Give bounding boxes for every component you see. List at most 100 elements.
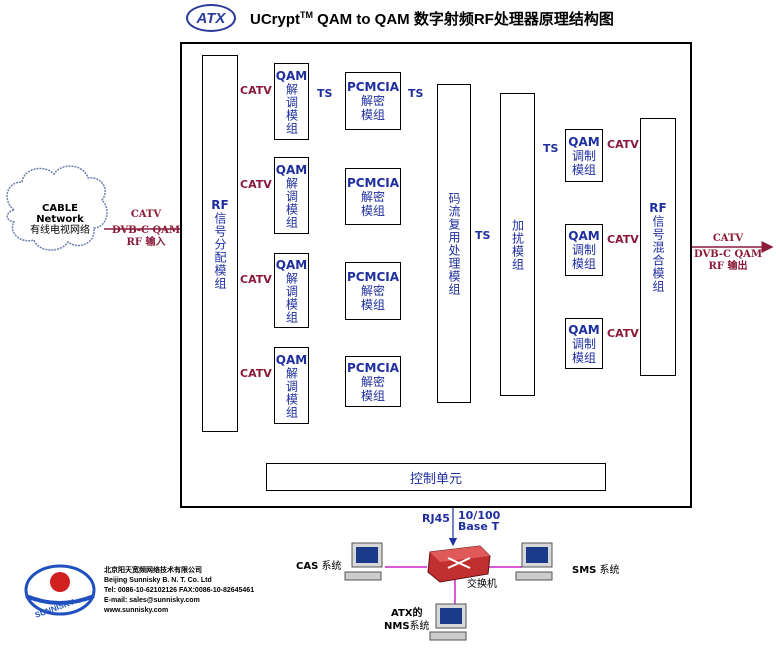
ts-label-4: TS: [543, 142, 559, 155]
sms-t: 系统: [596, 565, 620, 576]
mod-text: 调制模组: [571, 243, 596, 271]
company-cn: 北京阳天宽频网络技术有限公司: [104, 567, 202, 574]
ts-label-1: TS: [317, 87, 333, 100]
mod-text: 调制模组: [571, 336, 596, 365]
demod-text: 解调模组: [284, 82, 299, 135]
cas-t: 系统: [318, 561, 342, 572]
cas-computer: [344, 542, 383, 581]
base-label: 10/100 Base T: [458, 510, 500, 532]
pcmcia-module-3: PCMCIA 解密模组: [345, 262, 401, 320]
sms-label: SMS 系统: [572, 561, 620, 576]
cloud-line3: 有线电视网络: [30, 225, 90, 236]
input-l1: CATV: [130, 209, 162, 220]
switch-device: [427, 545, 491, 583]
pcmcia-module-2: PCMCIA 解密模组: [345, 168, 401, 225]
mod-module-1: QAM 调制模组: [565, 129, 603, 182]
mod-qam: QAM: [568, 229, 600, 243]
diagram-title: UCryptTM QAM to QAM 数字射频RF处理器原理结构图: [250, 8, 614, 29]
ts-label-3: TS: [475, 229, 491, 242]
company-web: www.sunnisky.com: [104, 607, 169, 614]
sunnisky-logo: [24, 564, 96, 616]
base-l2: Base T: [458, 520, 500, 533]
mod-module-3: QAM 调制模组: [565, 318, 603, 369]
pcmcia-text: 解密模组: [360, 374, 385, 403]
catv-label-7: CATV: [607, 327, 639, 340]
output-label: CATV DVB-C QAM RF 输出: [690, 233, 766, 273]
rf-split-text: 信号分配模组: [213, 211, 227, 290]
catv-label-3: CATV: [240, 273, 272, 286]
rf-mix-text: 信号混合模组: [651, 215, 665, 293]
pcmcia-text: 解密模组: [360, 94, 385, 122]
demod-text: 解调模组: [284, 176, 299, 229]
company-en: Beijing Sunnisky B. N. T. Co. Ltd: [104, 577, 212, 584]
rj45-label: RJ45: [422, 512, 450, 525]
cloud-line1: CABLE: [42, 203, 78, 214]
rf-mix-module: RF 信号混合模组: [640, 118, 676, 376]
switch-label: 交换机: [467, 579, 497, 590]
scramble-module: 加扰模组: [500, 93, 535, 396]
nms-l2b: NMS: [384, 621, 410, 632]
demod-qam: QAM: [275, 257, 308, 272]
input-l2: DVB-C QAM: [111, 225, 181, 236]
nms-label: ATX的 NMS系统: [384, 607, 430, 633]
catv-label-5: CATV: [607, 138, 639, 151]
demod-module-3: QAM 解调模组: [274, 253, 309, 328]
title-main: UCrypt: [250, 11, 301, 28]
rf-split-module: RF 信号分配模组: [202, 55, 238, 432]
catv-label-6: CATV: [607, 233, 639, 246]
mod-text: 调制模组: [571, 148, 596, 177]
pcmcia-label: PCMCIA: [346, 175, 400, 190]
catv-label-2: CATV: [240, 178, 272, 191]
demod-qam: QAM: [275, 352, 308, 367]
sms-computer: [515, 542, 553, 581]
rf-mix-rf: RF: [649, 201, 667, 215]
atx-logo: ATX: [186, 4, 236, 32]
cloud-line2: Network: [36, 214, 84, 225]
company-email: E-mail: sales@sunnisky.com: [104, 597, 200, 604]
demod-text: 解调模组: [284, 366, 299, 419]
atx-logo-text: ATX: [196, 9, 226, 27]
pcmcia-label: PCMCIA: [346, 360, 400, 375]
company-info: 北京阳天宽频网络技术有限公司 Beijing Sunnisky B. N. T.…: [104, 566, 254, 616]
input-l3: RF 输入: [126, 237, 166, 248]
pcmcia-label: PCMCIA: [346, 80, 400, 94]
cloud-shape: [6, 165, 108, 251]
demod-module-1: QAM 解调模组: [274, 63, 309, 140]
demod-text: 解调模组: [284, 271, 299, 324]
cloud-label: CABLE Network 有线电视网络: [18, 203, 102, 236]
input-label: CATV DVB-C QAM RF 输入: [108, 209, 184, 249]
title-rest: QAM to QAM 数字射频RF处理器原理结构图: [313, 11, 614, 28]
scramble-text: 加扰模组: [510, 218, 525, 271]
cas-b: CAS: [296, 561, 319, 572]
nms-l2t: 系统: [409, 621, 430, 632]
pcmcia-text: 解密模组: [360, 189, 385, 218]
demod-module-4: QAM 解调模组: [274, 347, 309, 424]
mod-qam: QAM: [568, 134, 600, 149]
pcmcia-text: 解密模组: [360, 284, 385, 312]
pcmcia-module-1: PCMCIA 解密模组: [345, 72, 401, 130]
ts-label-2: TS: [408, 87, 424, 100]
control-text: 控制单元: [409, 471, 462, 487]
rf-split-rf: RF: [211, 197, 229, 212]
catv-label-1: CATV: [240, 84, 272, 97]
mux-module: 码流复用处理模组: [437, 84, 471, 403]
output-l1: CATV: [712, 233, 744, 244]
output-l3: RF 输出: [708, 261, 748, 272]
pcmcia-label: PCMCIA: [346, 270, 400, 284]
cas-label: CAS 系统: [296, 557, 341, 572]
nms-computer: [429, 603, 467, 641]
demod-qam: QAM: [275, 162, 308, 177]
pcmcia-module-4: PCMCIA 解密模组: [345, 356, 401, 407]
nms-l1: ATX的: [391, 608, 423, 619]
mod-module-2: QAM 调制模组: [565, 224, 603, 276]
control-unit: 控制单元: [266, 463, 606, 491]
processor-frame: [180, 42, 692, 508]
mod-qam: QAM: [568, 322, 600, 337]
catv-label-4: CATV: [240, 367, 272, 380]
demod-module-2: QAM 解调模组: [274, 157, 309, 234]
output-l2: DVB-C QAM: [693, 249, 763, 260]
demod-qam: QAM: [275, 68, 308, 83]
title-tm: TM: [300, 10, 314, 20]
sms-b: SMS: [572, 565, 597, 576]
company-tel: Tel: 0086-10-62102126 FAX:0086-10-826454…: [104, 587, 255, 594]
